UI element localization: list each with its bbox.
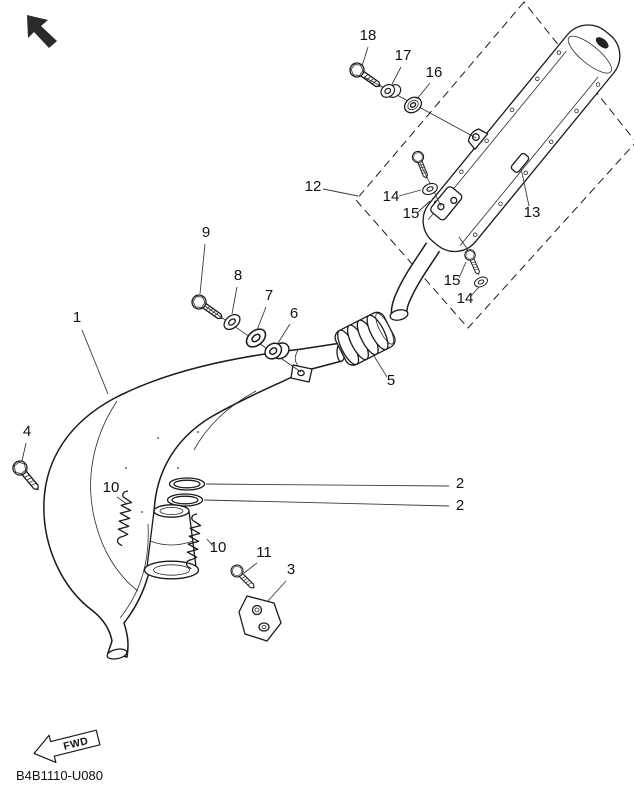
drawing-code: B4B1110-U080 (16, 768, 103, 783)
washer-7 (242, 324, 270, 352)
callout-2: 2 (456, 475, 464, 492)
bolt-15 (410, 149, 433, 181)
expansion-chamber (43, 342, 346, 660)
callout-leader-4 (21, 442, 27, 462)
bolt-9 (188, 291, 227, 325)
callout-leader-9 (199, 243, 206, 295)
callout-leader-15 (417, 200, 431, 213)
callout-8: 8 (234, 267, 242, 284)
muffler-pipe-opening (389, 309, 409, 321)
callout-5: 5 (387, 372, 395, 389)
callout-1: 1 (73, 309, 81, 326)
callout-leader-14 (470, 286, 480, 297)
muffler-outlet (595, 37, 609, 49)
callout-leader-17 (391, 66, 402, 85)
joint-bell (143, 504, 200, 580)
callout-leader-5 (373, 355, 388, 378)
collar-17 (377, 78, 404, 104)
callout-15: 15 (403, 205, 420, 222)
callout-leader-12 (322, 188, 359, 197)
callout-leader-10 (116, 496, 128, 505)
callout-leader-14 (398, 189, 422, 197)
callout-2: 2 (456, 497, 464, 514)
callout-leader-3 (266, 580, 287, 603)
stay-bracket-3 (238, 595, 282, 642)
callout-leader-15 (458, 261, 467, 279)
callout-14: 14 (457, 290, 474, 307)
washer-8 (220, 310, 244, 334)
callout-leader-7 (256, 306, 267, 331)
callout-leader-13 (520, 167, 530, 207)
callout-6: 6 (290, 305, 298, 322)
callout-16: 16 (426, 64, 443, 81)
fwd-label: FWD (62, 735, 90, 753)
callout-10: 10 (103, 479, 120, 496)
muffler (389, 24, 621, 321)
nav-arrow-icon (27, 15, 57, 48)
callout-4: 4 (23, 423, 31, 440)
fwd-arrow-icon (33, 729, 101, 764)
gasket-rings (166, 477, 206, 507)
muffler-mount-bracket (430, 186, 463, 221)
bolt-18 (346, 59, 385, 93)
callout-9: 9 (202, 224, 210, 241)
callout-14: 14 (383, 188, 400, 205)
muffler-assembly-boundary (355, 1, 634, 329)
callout-11: 11 (256, 544, 272, 561)
washer-14 (472, 274, 490, 290)
chamber-outline (43, 342, 343, 658)
bolt-11 (228, 562, 259, 593)
callout-18: 18 (360, 27, 377, 44)
rubber-joint (334, 311, 396, 366)
callout-7: 7 (265, 287, 273, 304)
callout-12: 12 (305, 178, 322, 195)
callout-leader-11 (243, 562, 258, 574)
muffler-vent-slot (510, 152, 530, 173)
fwd-indicator: FWD (33, 729, 101, 764)
callout-leader-6 (277, 323, 291, 344)
bolt-4 (9, 457, 45, 495)
chamber-outlet-stub (106, 648, 128, 660)
callout-leader-8 (231, 286, 238, 315)
callout-10: 10 (210, 539, 227, 556)
callout-13: 13 (524, 204, 541, 221)
callout-leader-1 (81, 329, 109, 395)
axis-line-bracket-bolt-b (458, 236, 469, 251)
callout-leader-18 (361, 46, 369, 67)
callout-3: 3 (287, 561, 295, 578)
pipe-mount-tab (290, 364, 313, 383)
callout-leader-2 (203, 499, 450, 507)
callout-15: 15 (444, 272, 461, 289)
callout-leader-2 (205, 483, 450, 487)
grommet-16 (403, 96, 423, 114)
callout-17: 17 (395, 47, 412, 64)
callout-leader-16 (416, 82, 431, 100)
muffler-body (422, 24, 621, 253)
callout-leader-10 (206, 538, 214, 547)
